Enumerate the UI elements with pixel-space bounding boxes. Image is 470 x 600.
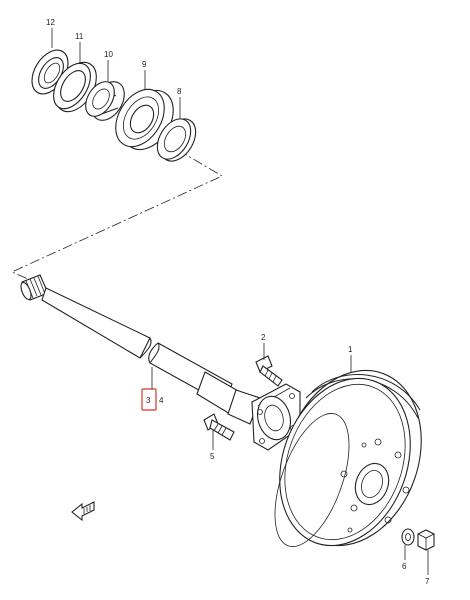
callout-10: 10 [104,50,113,59]
part-2-hub-bolt[interactable] [255,355,283,387]
callout-2: 2 [261,333,266,342]
callout-7: 7 [425,577,430,586]
callout-11: 11 [75,32,84,41]
axle-hub-flange[interactable] [251,383,301,451]
part-5-hub-bolt[interactable] [203,413,235,441]
highlight-box-part-3 [141,388,157,411]
part-1-brake-drum[interactable] [257,351,444,565]
callout-8: 8 [177,87,182,96]
front-direction-arrow-icon [71,501,95,522]
callout-6: 6 [402,562,407,571]
part-3-rear-axle-shaft[interactable] [19,274,261,425]
leader-lines [51,28,429,575]
callout-9: 9 [142,60,147,69]
assembly-guide-line [11,149,223,283]
part-6-washer[interactable] [401,528,415,546]
callout-1: 1 [348,345,353,354]
part-8-bearing-seal[interactable] [150,113,202,168]
callout-4: 4 [159,396,164,405]
callout-5: 5 [210,452,215,461]
part-7-nut[interactable] [417,529,435,551]
callout-3: 3 [146,396,151,405]
callout-12: 12 [46,18,55,27]
part-10-spacer[interactable] [80,76,131,126]
